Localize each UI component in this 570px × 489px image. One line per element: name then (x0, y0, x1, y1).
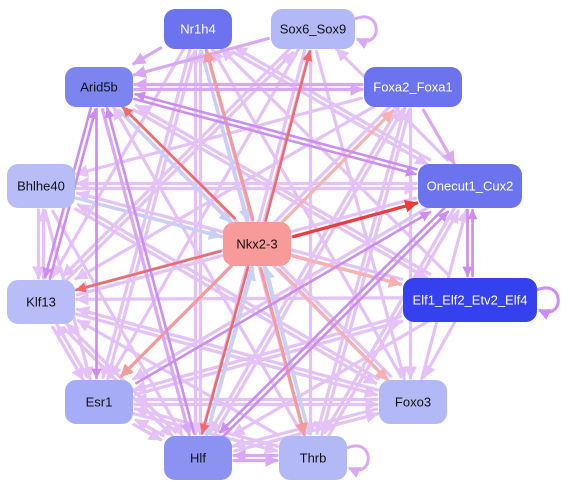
edge-hlf-to-esr1 (134, 418, 165, 438)
node-nkx23: Nkx2-3 (223, 222, 291, 266)
node-esr1: Esr1 (65, 380, 133, 424)
edge-arid5b-to-nkx23 (117, 109, 233, 224)
node-box-foxa2 (364, 67, 462, 107)
node-box-sox6 (271, 9, 355, 49)
edge-thrb-to-arid5b (112, 106, 303, 435)
edge-thrb-to-onecut1 (327, 209, 460, 437)
node-sox6: Sox6_Sox9 (271, 9, 355, 49)
node-label-thrb: Thrb (300, 451, 327, 466)
edge-nkx23-to-elf1 (290, 254, 402, 288)
self-loop-elf1 (536, 286, 560, 320)
node-label-elf1: Elf1_Elf2_Etv2_Elf4 (413, 293, 528, 308)
edge-nkx23-to-nr1h4 (203, 48, 255, 221)
edge-esr1-to-klf13 (55, 323, 89, 379)
node-hlf: Hlf (164, 436, 232, 480)
edge-foxo3-to-nr1h4 (211, 48, 403, 379)
edge-hlf-to-foxa2 (212, 108, 404, 437)
node-label-foxa2: Foxa2_Foxa1 (373, 80, 453, 95)
node-arid5b: Arid5b (65, 67, 133, 107)
edge-foxo3-to-klf13 (75, 306, 380, 392)
node-box-foxo3 (379, 380, 447, 424)
node-bhlhe40: Bhlhe40 (7, 164, 75, 208)
edge-nkx23-to-sox6 (264, 50, 313, 222)
node-thrb: Thrb (279, 436, 347, 480)
node-box-hlf (164, 436, 232, 480)
edge-sox6-to-arid5b (132, 36, 270, 78)
edge-esr1-to-onecut1 (135, 210, 432, 385)
edge-onecut1-to-nr1h4 (233, 45, 432, 162)
edge-foxo3-to-bhlhe40 (76, 203, 380, 381)
edge-nkx23-to-esr1 (119, 264, 233, 378)
node-label-sox6: Sox6_Sox9 (280, 22, 347, 37)
node-foxa2: Foxa2_Foxa1 (364, 67, 462, 107)
edge-bhlhe40-to-hlf (51, 209, 184, 437)
edge-nkx23-to-thrb (259, 267, 308, 437)
node-label-foxo3: Foxo3 (395, 395, 431, 410)
self-loop-thrb (346, 444, 370, 478)
node-foxo3: Foxo3 (379, 380, 447, 424)
node-box-nkx23 (223, 222, 291, 266)
node-label-hlf: Hlf (190, 451, 206, 466)
edge-nkx23-to-klf13 (75, 250, 222, 293)
edge-onecut1-to-arid5b (134, 91, 418, 171)
node-box-esr1 (65, 380, 133, 424)
edge-hlf-to-onecut1 (222, 210, 450, 438)
self-loop-sox6 (354, 15, 378, 49)
edge-elf1-to-foxo3 (422, 321, 456, 379)
node-onecut1: Onecut1_Cux2 (418, 164, 522, 208)
edge-sox6-to-esr1 (108, 48, 300, 379)
edge-arid5b-to-elf1 (132, 108, 429, 280)
edge-foxa2-to-bhlhe40 (74, 96, 363, 178)
edge-nr1h4-to-arid5b (132, 46, 163, 66)
edge-onecut1-to-esr1 (132, 206, 430, 381)
edge-nkx23-to-onecut1 (292, 199, 419, 239)
edge-foxa2-to-klf13 (74, 105, 376, 281)
node-box-klf13 (7, 280, 75, 324)
node-box-nr1h4 (164, 9, 232, 49)
edge-onecut1-to-hlf (218, 206, 446, 434)
edge-arid5b-to-onecut1 (133, 97, 417, 177)
edge-thrb-to-nkx23 (262, 265, 311, 435)
edge-hlf-to-nkx23 (205, 267, 256, 437)
node-klf13: Klf13 (7, 280, 75, 324)
edge-klf13-to-foxo3 (74, 312, 378, 398)
node-box-arid5b (65, 67, 133, 107)
node-label-onecut1: Onecut1_Cux2 (427, 179, 514, 194)
node-nr1h4: Nr1h4 (164, 9, 232, 49)
node-label-esr1: Esr1 (86, 395, 113, 410)
edge-nkx23-to-hlf (199, 265, 250, 435)
node-label-bhlhe40: Bhlhe40 (17, 179, 65, 194)
edge-foxa2-to-onecut1 (421, 108, 456, 165)
edge-bhlhe40-to-foxo3 (74, 207, 378, 385)
node-box-elf1 (403, 278, 537, 322)
edge-nr1h4-to-nkx23 (200, 50, 252, 223)
edge-bhlhe40-to-nkx23 (74, 196, 222, 240)
node-label-nkx23: Nkx2-3 (236, 237, 277, 252)
node-box-thrb (279, 436, 347, 480)
node-label-klf13: Klf13 (26, 295, 56, 310)
node-label-nr1h4: Nr1h4 (180, 22, 215, 37)
node-label-arid5b: Arid5b (80, 80, 118, 95)
node-box-bhlhe40 (7, 164, 75, 208)
edge-nkx23-to-foxa2 (281, 109, 395, 224)
edge-nkx23-to-arid5b (121, 105, 236, 220)
node-elf1: Elf1_Elf2_Etv2_Elf4 (403, 278, 537, 322)
node-box-onecut1 (418, 164, 522, 208)
